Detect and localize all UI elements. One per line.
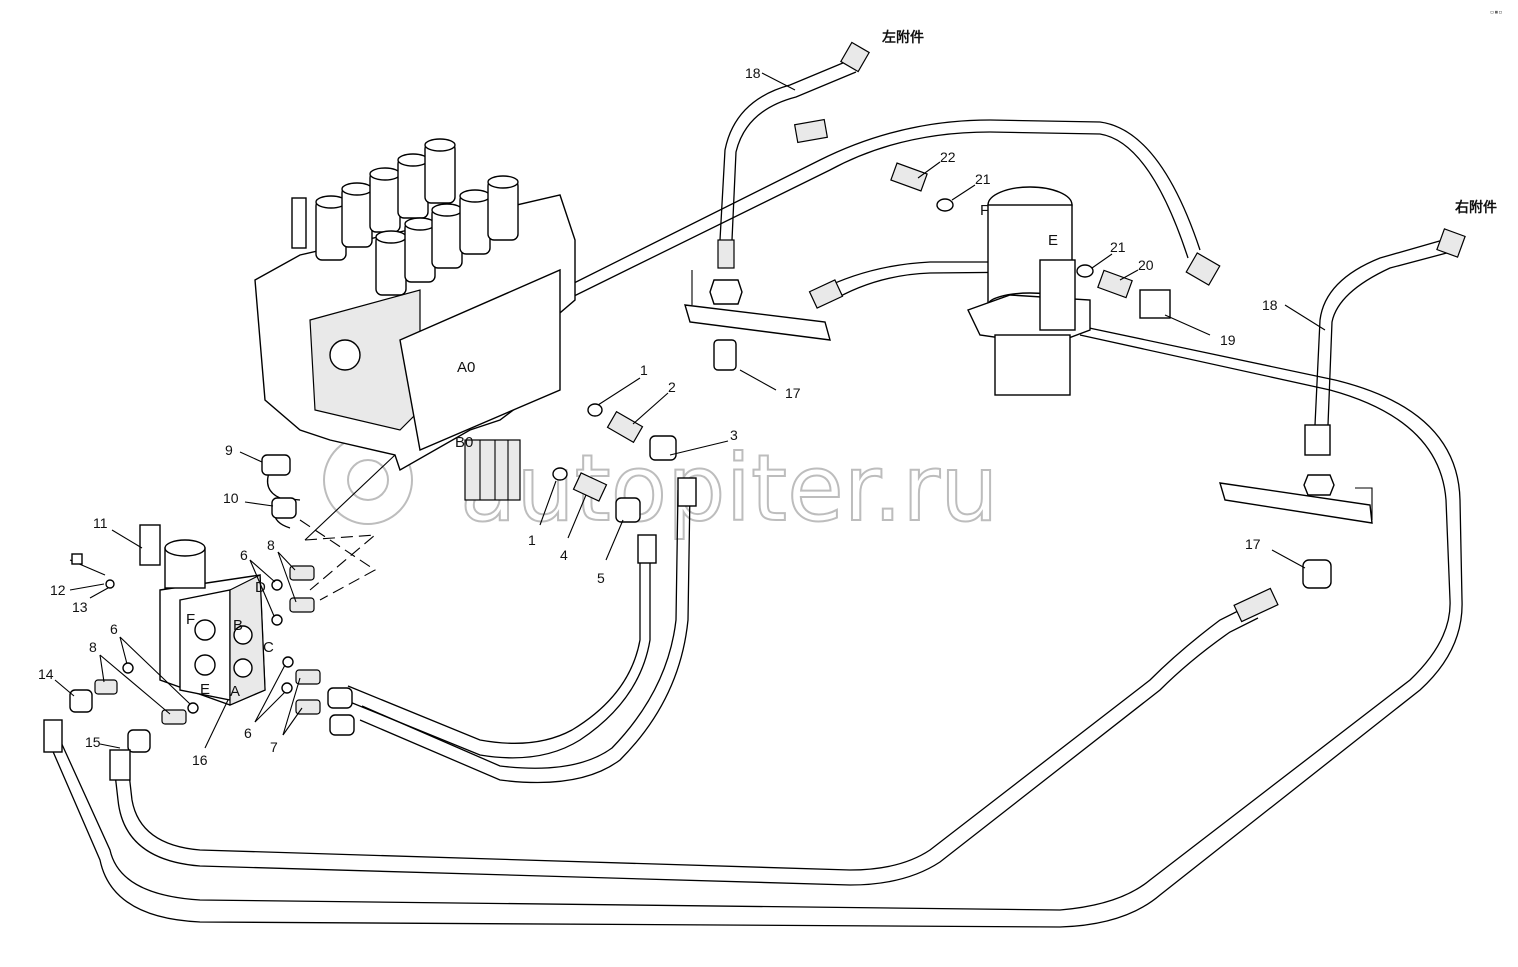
callout: 8 (89, 639, 97, 655)
port-label: A (230, 683, 240, 700)
solenoid-block (69, 524, 321, 725)
callout: 10 (223, 490, 239, 506)
callout: 1 (528, 532, 536, 548)
fittings (43, 41, 1466, 781)
callout: 12 (50, 582, 66, 598)
callout: 2 (668, 379, 676, 395)
left-attachment-label: 左附件 (881, 29, 924, 46)
callout: 8 (267, 537, 275, 553)
callout: 4 (560, 547, 568, 563)
port-labels: A0 B0 F E D C B F E A (186, 202, 1058, 700)
port-label: B0 (455, 434, 473, 451)
callout: 6 (240, 547, 248, 563)
callout: 9 (225, 442, 233, 458)
callout: 18 (1262, 297, 1278, 313)
corner-mark: ▫▪▫ (1490, 8, 1503, 16)
callout: 3 (730, 427, 738, 443)
rotary-joint (967, 186, 1091, 396)
watermark: autopiter.ru (323, 434, 999, 543)
callout-numbers: 18 22 21 21 20 19 17 18 17 1 2 3 1 4 5 9… (38, 65, 1278, 768)
port-label: C (263, 639, 274, 656)
dashed-links (299, 454, 396, 601)
callout: 17 (1245, 536, 1261, 552)
callout: 7 (270, 739, 278, 755)
port-label: E (1048, 232, 1058, 249)
leader-lines (54, 72, 1326, 749)
callout: 6 (244, 725, 252, 741)
annotations: 左附件 右附件 (881, 29, 1497, 216)
port-label: F (980, 202, 989, 219)
port-label: D (255, 579, 266, 596)
callout: 16 (192, 752, 208, 768)
control-valve (254, 138, 576, 501)
callout: 18 (745, 65, 761, 81)
callout: 6 (110, 621, 118, 637)
callout: 22 (940, 149, 956, 165)
callout: 13 (72, 599, 88, 615)
callout: 15 (85, 734, 101, 750)
callout: 17 (785, 385, 801, 401)
watermark-text: autopiter.ru (460, 435, 998, 542)
callout: 21 (1110, 239, 1126, 255)
callout: 20 (1138, 257, 1154, 273)
callout: 19 (1220, 332, 1236, 348)
callout: 11 (93, 515, 108, 531)
callout: 14 (38, 666, 54, 682)
port-label: E (200, 681, 210, 698)
callout: 21 (975, 171, 991, 187)
brackets (684, 270, 1373, 524)
callout: 5 (597, 570, 605, 586)
port-label: B (233, 617, 243, 634)
right-attachment-label: 右附件 (1454, 199, 1497, 216)
port-label: F (186, 611, 195, 628)
port-label: A0 (457, 359, 475, 376)
callout: 1 (640, 362, 648, 378)
